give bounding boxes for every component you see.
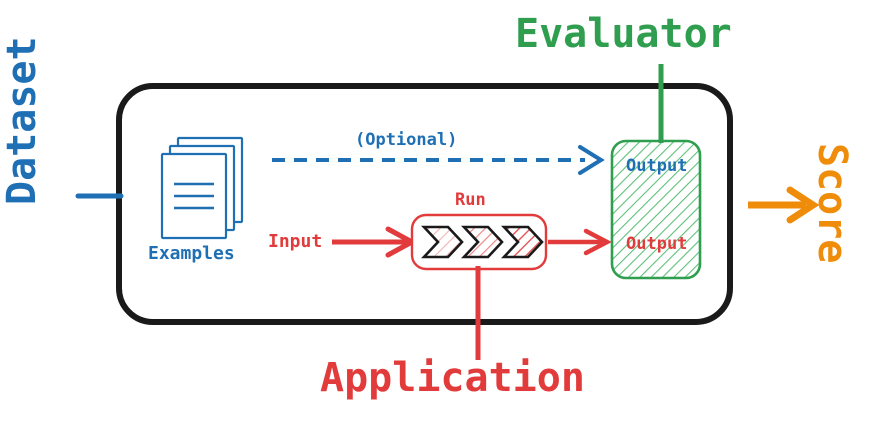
application-label: Application (320, 355, 585, 401)
run-to-evaluator-arrow (548, 228, 612, 256)
input-label: Input (268, 231, 323, 252)
examples-to-run-arrow (332, 226, 418, 258)
evaluator-output-dataset-label: Output (626, 156, 688, 176)
examples-label: Examples (148, 243, 235, 264)
dataset-label: Dataset (0, 36, 45, 205)
run-label: Run (455, 190, 486, 210)
score-label: Score (809, 143, 855, 264)
evaluator-output-application-label: Output (626, 234, 688, 254)
documents-stack-icon (160, 136, 244, 240)
evaluator-label: Evaluator (515, 11, 732, 57)
pipeline-container-outline (116, 83, 733, 325)
optional-label: (Optional) (355, 130, 458, 150)
evaluator-box (610, 139, 702, 280)
evaluator-to-score-arrow (748, 186, 820, 224)
chevron-pipeline-icon (421, 225, 544, 259)
dataset-to-evaluator-dashed-arrow (272, 145, 605, 175)
